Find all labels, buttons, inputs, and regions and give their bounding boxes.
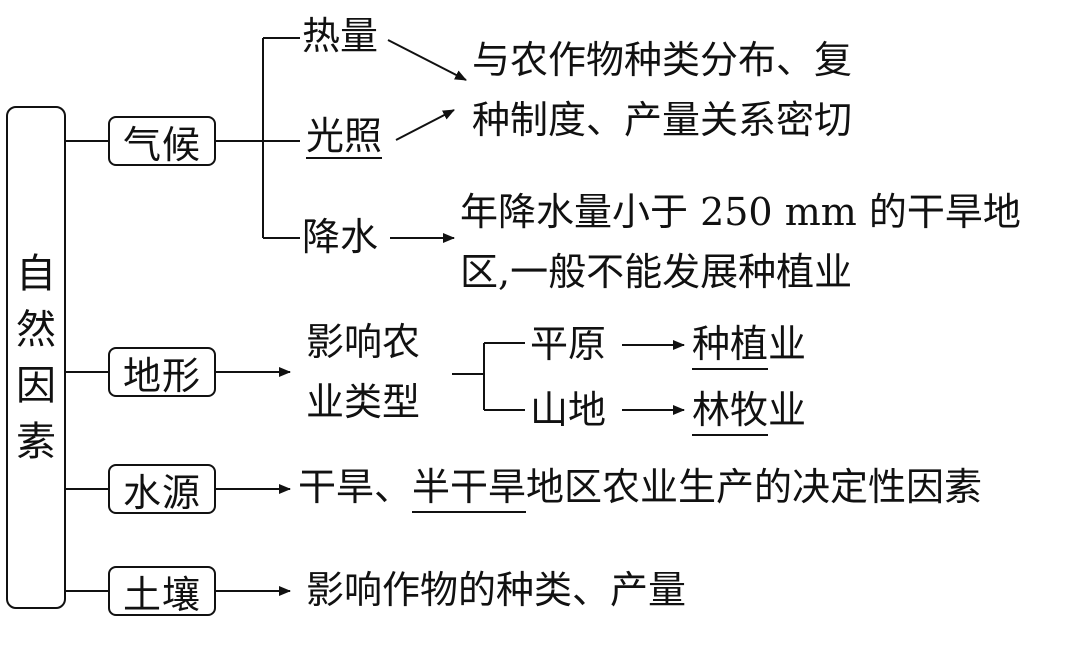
heat-light-effect-line-1: 与农作物种类分布、复 <box>472 38 853 82</box>
heat-light-effect-line-2: 种制度、产量关系密切 <box>472 98 853 142</box>
root-char-2: 然 <box>16 306 56 353</box>
mountain-result-underlined: 林牧 <box>692 388 769 436</box>
water-effect: 干旱、半干旱地区农业生产的决定性因素 <box>298 465 983 513</box>
plain-result-suffix: 业 <box>768 322 807 366</box>
light-label: 光照 <box>306 114 383 159</box>
rain-effect-line-1: 年降水量小于 250 mm 的干旱地 <box>460 190 1021 234</box>
soil-effect: 影响作物的种类、产量 <box>306 568 687 612</box>
natural-factors-box: 自 然 因 素 <box>6 106 66 609</box>
terrain-node: 地形 <box>108 347 216 398</box>
terrain-effect: 影响农 业类型 <box>306 312 420 432</box>
terrain-effect-line-1: 影响农 <box>306 320 421 364</box>
plain-result: 种植业 <box>692 322 807 370</box>
water-effect-prefix: 干旱、 <box>298 465 413 509</box>
soil-node: 土壤 <box>108 566 216 617</box>
root-char-1: 自 <box>16 250 56 297</box>
water-effect-underlined: 半干旱 <box>412 465 527 513</box>
mountain-result-suffix: 业 <box>768 388 807 432</box>
root-char-3: 因 <box>16 362 56 409</box>
water-node: 水源 <box>108 464 216 515</box>
rain-label: 降水 <box>302 215 379 259</box>
heat-arrow <box>387 39 467 81</box>
plain-label: 平原 <box>530 322 607 366</box>
mountain-label: 山地 <box>530 388 607 432</box>
mountain-result: 林牧业 <box>692 388 807 436</box>
water-effect-suffix: 地区农业生产的决定性因素 <box>526 465 983 509</box>
rain-effect: 年降水量小于 250 mm 的干旱地 区,一般不能发展种植业 <box>460 182 1021 302</box>
heat-label: 热量 <box>302 14 379 58</box>
climate-node: 气候 <box>108 116 216 167</box>
rain-effect-line-2: 区,一般不能发展种植业 <box>460 250 853 294</box>
heat-light-effect: 与农作物种类分布、复 种制度、产量关系密切 <box>472 30 852 150</box>
light-arrow <box>395 109 455 141</box>
root-char-4: 素 <box>16 418 56 465</box>
plain-result-underlined: 种植 <box>692 322 769 370</box>
terrain-effect-line-2: 业类型 <box>306 380 421 424</box>
